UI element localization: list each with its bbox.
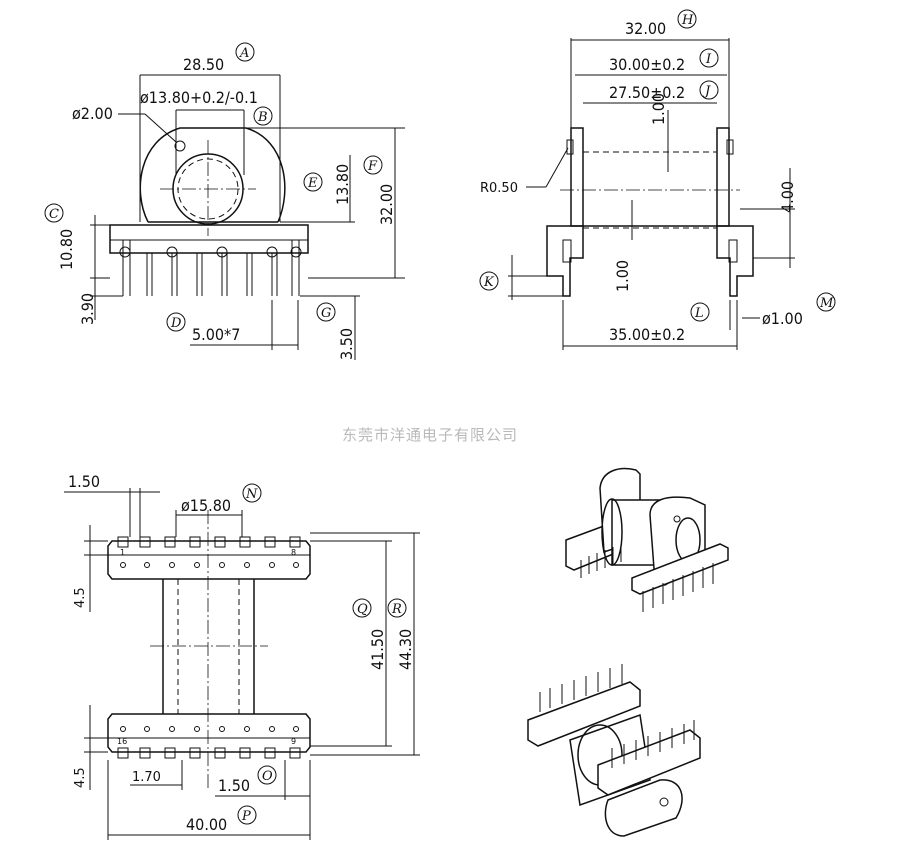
svg-text:M: M bbox=[819, 296, 834, 311]
dim-total: 32.00 bbox=[625, 19, 666, 38]
dim-width: 28.50 bbox=[183, 55, 224, 74]
pin-16: 16 bbox=[117, 737, 127, 746]
svg-text:P: P bbox=[241, 809, 251, 824]
dim-base: 35.00±0.2 bbox=[609, 325, 685, 344]
svg-text:I: I bbox=[705, 52, 712, 67]
label-C: C bbox=[44, 203, 64, 223]
dim-pin-pitch: 5.00*7 bbox=[192, 325, 240, 344]
svg-text:E: E bbox=[307, 176, 318, 191]
label-G: G bbox=[316, 302, 336, 322]
side-view: 32.00 30.00±0.2 27.50±0.2 1.00 R0.50 4.0… bbox=[479, 9, 836, 350]
isometric-view-bottom bbox=[527, 664, 701, 837]
dim-flange-top: 4.5 bbox=[73, 587, 88, 608]
svg-text:O: O bbox=[262, 769, 273, 784]
label-D: D bbox=[166, 312, 186, 332]
svg-text:K: K bbox=[483, 275, 495, 290]
isometric-view-top bbox=[565, 467, 729, 612]
bottom-view: 1 8 16 9 1.50 ø15.80 41.50 44.30 4.5 bbox=[64, 472, 420, 840]
pin-1: 1 bbox=[120, 548, 125, 557]
dim-wall2: 1.00 bbox=[613, 260, 632, 292]
svg-text:G: G bbox=[321, 306, 331, 321]
front-pins bbox=[119, 240, 302, 296]
label-E: E bbox=[303, 172, 323, 192]
dim-inner2: 27.50±0.2 bbox=[609, 83, 685, 102]
svg-text:B: B bbox=[257, 110, 268, 125]
svg-text:H: H bbox=[681, 13, 694, 28]
dim-width: 40.00 bbox=[186, 815, 227, 834]
label-I: I bbox=[699, 48, 719, 68]
dim-pin-ext: 3.50 bbox=[337, 328, 356, 360]
dim-pin-off: 1.70 bbox=[132, 770, 161, 785]
front-view: 28.50 ø13.80+0.2/-0.1 ø2.00 13.80 32.00 … bbox=[44, 42, 405, 360]
dim-inner1: 30.00±0.2 bbox=[609, 55, 685, 74]
dim-hole: ø2.00 bbox=[72, 104, 113, 123]
dim-pin-dia: ø1.00 bbox=[762, 309, 803, 328]
svg-text:L: L bbox=[694, 306, 704, 321]
pin-8: 8 bbox=[291, 548, 296, 557]
dim-pin-w: 1.50 bbox=[68, 472, 100, 491]
watermark: 东莞市洋通电子有限公司 bbox=[342, 426, 518, 444]
label-R: R bbox=[387, 598, 407, 618]
dim-core: ø15.80 bbox=[181, 496, 231, 515]
svg-text:J: J bbox=[702, 84, 711, 99]
svg-text:R: R bbox=[391, 602, 402, 617]
dim-pin-len: 3.90 bbox=[78, 293, 97, 325]
label-N: N bbox=[242, 483, 262, 503]
pin-9: 9 bbox=[291, 737, 296, 746]
label-M: M bbox=[816, 292, 836, 312]
bottom-pin-row bbox=[117, 726, 301, 759]
dim-inner-len: 41.50 bbox=[368, 629, 387, 670]
label-Q: Q bbox=[352, 598, 372, 618]
dim-bore: ø13.80+0.2/-0.1 bbox=[140, 88, 258, 107]
svg-text:Q: Q bbox=[357, 602, 368, 617]
dim-outer-len: 44.30 bbox=[396, 629, 415, 670]
dim-step: 4.00 bbox=[778, 181, 797, 213]
svg-text:F: F bbox=[367, 159, 378, 174]
label-O: O bbox=[257, 765, 277, 785]
svg-text:D: D bbox=[170, 316, 182, 331]
dim-flange-bot: 4.5 bbox=[73, 767, 88, 788]
label-A: A bbox=[235, 42, 255, 62]
label-B: B bbox=[253, 106, 273, 126]
label-H: H bbox=[677, 9, 697, 29]
svg-text:A: A bbox=[239, 46, 249, 61]
label-L: L bbox=[690, 302, 710, 322]
dim-radius: R0.50 bbox=[480, 181, 518, 196]
svg-text:N: N bbox=[245, 487, 258, 502]
top-pin-row bbox=[117, 536, 301, 568]
label-F: F bbox=[363, 155, 383, 175]
svg-text:C: C bbox=[49, 207, 59, 222]
label-P: P bbox=[237, 805, 257, 825]
dim-height-total: 32.00 bbox=[377, 184, 396, 225]
dim-pin-gap: 1.50 bbox=[218, 776, 250, 795]
dim-base: 10.80 bbox=[57, 229, 76, 270]
label-J: J bbox=[699, 80, 719, 100]
label-K: K bbox=[479, 271, 499, 291]
dim-wall: 1.00 bbox=[649, 93, 668, 125]
dim-height-top: 13.80 bbox=[333, 164, 352, 205]
